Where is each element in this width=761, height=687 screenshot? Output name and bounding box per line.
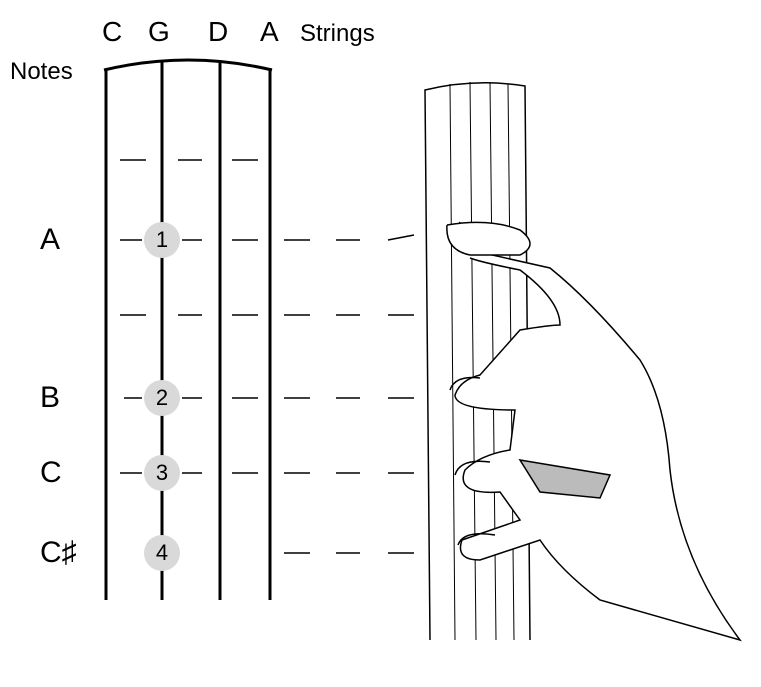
finger-marker-1: 1 [144, 222, 180, 258]
notes-label: Notes [10, 58, 73, 85]
finger-marker-4: 4 [144, 535, 180, 571]
hand-outline [454, 221, 742, 642]
note-a: A [40, 223, 61, 256]
nut-arc [103, 58, 273, 72]
hand-illustration [424, 81, 742, 642]
note-c: C [40, 456, 62, 489]
note-b: B [40, 381, 61, 414]
violin-neck [424, 82, 531, 641]
string-label-a: A [260, 16, 279, 47]
position-dashes [120, 159, 415, 554]
strings-label: Strings [300, 20, 375, 47]
finger-marker-3: 3 [144, 455, 180, 491]
finger-marker-2: 2 [144, 380, 180, 416]
string-label-d: D [208, 16, 229, 47]
string-label-g: G [148, 16, 170, 47]
string-label-c: C [102, 16, 123, 47]
note-c-sharp: C♯ [40, 536, 77, 569]
